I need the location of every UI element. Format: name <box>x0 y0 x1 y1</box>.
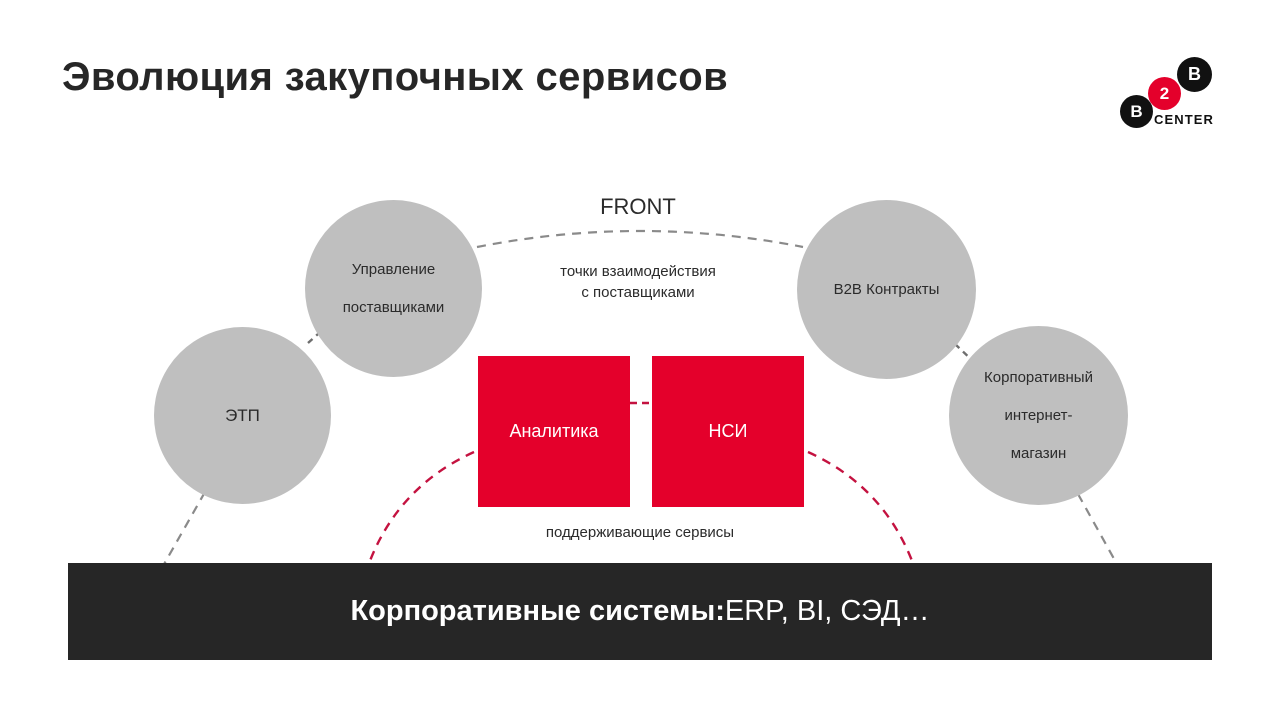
logo-dot-2-middle: 2 <box>1148 77 1181 110</box>
support-services-label: поддерживающие сервисы <box>545 524 735 541</box>
node-label-etp: ЭТП <box>225 405 260 425</box>
node-label-supplier-management: Управление поставщиками <box>315 260 473 318</box>
bottom-bar-rest-text: ERP, BI, СЭД… <box>724 595 930 627</box>
front-arc-dashed <box>476 229 804 249</box>
node-label-line-3: магазин <box>1010 445 1067 463</box>
b2b-center-logo: B 2 B CENTER <box>1118 55 1224 135</box>
connector-b2b-eshop <box>954 343 975 363</box>
touchpoints-label: точки взаимодействия с поставщиками <box>508 262 768 303</box>
service-label-nsi: НСИ <box>708 421 748 441</box>
connector-eshop-bar <box>1077 493 1119 567</box>
front-label: FRONT <box>600 194 676 219</box>
node-circle-supplier-management[interactable]: Управление поставщиками <box>305 200 482 377</box>
bottom-bar-strong-text: Корпоративные системы: <box>350 595 725 627</box>
support-arc-left-dashed <box>366 450 475 567</box>
touchpoints-label-line-2: с поставщиками <box>581 283 695 301</box>
connector-etp-bar <box>162 491 206 567</box>
bottom-bar-corporate-systems: Корпоративные системы: ERP, BI, СЭД… <box>68 563 1212 660</box>
node-circle-etp[interactable]: ЭТП <box>154 327 331 504</box>
node-circle-corporate-eshop[interactable]: Корпоративный интернет- магазин <box>949 326 1128 505</box>
node-label-corporate-eshop: Корпоративный интернет- магазин <box>956 368 1121 464</box>
node-label-line-1: Управление <box>351 260 436 278</box>
page-title: Эволюция закупочных сервисов <box>62 55 729 99</box>
node-circle-b2b-contracts[interactable]: B2B Контракты <box>797 200 976 379</box>
node-label-line-1: Корпоративный <box>984 368 1093 386</box>
support-arc-right-dashed <box>807 450 916 567</box>
node-label-line-2: поставщиками <box>342 299 445 317</box>
service-label-analytics: Аналитика <box>509 421 599 441</box>
logo-wordmark: CENTER <box>1154 112 1215 127</box>
service-box-nsi[interactable]: НСИ <box>652 356 804 507</box>
node-label-line-2: интернет- <box>1004 406 1073 424</box>
service-box-analytics[interactable]: Аналитика <box>478 356 630 507</box>
node-label-b2b-contracts: B2B Контракты <box>833 280 940 298</box>
logo-dot-b-top: B <box>1177 57 1212 92</box>
touchpoints-label-line-1: точки взаимодействия <box>560 263 716 280</box>
logo-dot-b-bottom: B <box>1120 95 1153 128</box>
